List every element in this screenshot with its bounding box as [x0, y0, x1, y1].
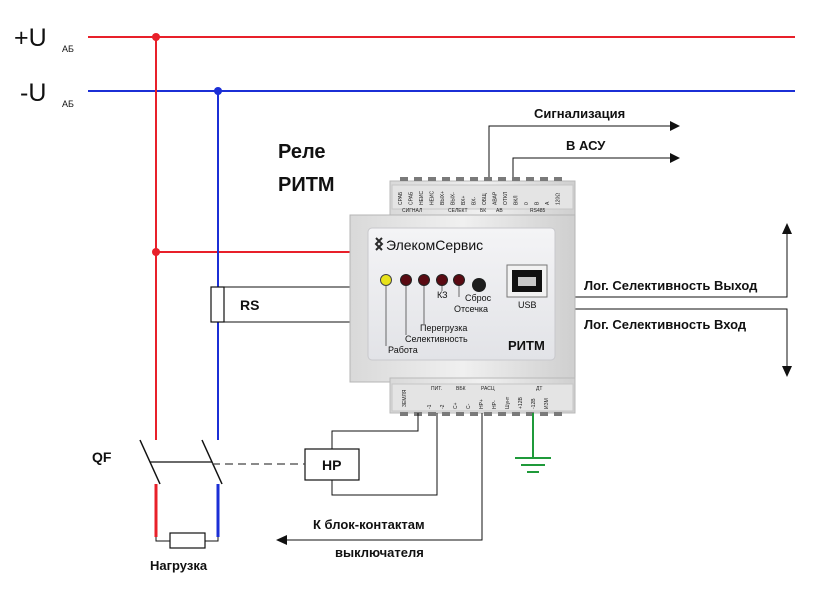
top-pin-3: НЕИС	[430, 190, 436, 205]
led-overload	[418, 274, 430, 286]
title-line-1: Реле	[278, 141, 326, 163]
ground-symbol-icon	[515, 413, 551, 473]
led-cutoff	[453, 274, 465, 286]
top-pin-6: ВХ+	[461, 196, 467, 205]
top-pin-12: 0	[524, 202, 530, 205]
led-label-selectivity: Селективность	[405, 334, 468, 344]
usb-label: USB	[518, 300, 537, 310]
bottom-pin-5: НР-	[492, 400, 498, 409]
output-signal: Сигнализация	[488, 106, 680, 182]
selectivity-in-label: Лог. Селективность Вход	[584, 317, 747, 332]
rs-resistor	[210, 286, 225, 323]
top-pin-13: B	[535, 201, 541, 205]
top-terminal-labels: СИГНАЛ СЕЛЕКТ БК АВ RS485	[402, 208, 546, 214]
pos-supply-junction-dot	[152, 248, 160, 256]
bottom-group-vbk: ВБК	[456, 386, 466, 392]
cutoff-label: Отсечка	[454, 304, 488, 314]
bottom-group-rasc: РАСЦ	[481, 386, 495, 392]
reset-button	[472, 278, 486, 292]
bk-wire	[286, 413, 483, 541]
led-label-overload: Перегрузка	[420, 323, 467, 333]
top-pin-15: 120Ω	[556, 193, 562, 205]
top-pin-9: АВАР	[493, 191, 499, 205]
load-label: Нагрузка	[150, 558, 208, 573]
bottom-terminal-strip	[391, 383, 574, 412]
top-group-select: СЕЛЕКТ	[448, 208, 468, 214]
led-label-short-circuit: КЗ	[437, 290, 448, 300]
qf-label: QF	[92, 449, 112, 465]
led-label-work: Работа	[388, 345, 418, 355]
selectivity-in: Лог. Селективность Вход	[572, 308, 792, 377]
bottom-terminal-labels: ЗЕМЛЯ ПИТ. ВБК РАСЦ ДТ	[402, 386, 542, 407]
top-group-av: АВ	[496, 208, 503, 214]
bottom-pin-8: -12В	[531, 398, 537, 409]
top-group-bk: БК	[480, 208, 486, 214]
top-pin-11: ВКЛ	[514, 195, 520, 205]
top-group-rs485: RS485	[530, 208, 546, 214]
rail-labels: +U АБ -U АБ	[14, 24, 74, 109]
signal-label: Сигнализация	[534, 106, 625, 121]
reset-label: Сброс	[465, 293, 492, 303]
output-asu: В АСУ	[512, 138, 680, 182]
bk-note-line-1: К блок-контактам	[313, 517, 425, 532]
selectivity-out-label: Лог. Селективность Выход	[584, 278, 758, 293]
top-pin-0: СРАБ	[398, 191, 404, 205]
neg-rail-label: -U	[20, 79, 46, 107]
bottom-terminal-pins: -1 -2 C+ C- НР+ НР- Шунт +12В -12В ИЗМ	[427, 396, 550, 409]
neg-rail-subscript: АБ	[62, 99, 74, 109]
bottom-pin-9: ИЗМ	[544, 398, 550, 409]
hr-wire-bottom	[331, 413, 438, 496]
top-group-signal: СИГНАЛ	[402, 208, 422, 214]
led-work	[380, 274, 392, 286]
brand-name: ЭлекомСервис	[386, 237, 483, 253]
asu-label: В АСУ	[566, 138, 606, 153]
top-terminal-strip	[391, 184, 574, 210]
circuit-breaker-qf	[139, 439, 305, 485]
bottom-group-ground: ЗЕМЛЯ	[402, 389, 408, 407]
bk-note-line-2: выключателя	[335, 545, 424, 560]
bottom-group-dt: ДТ	[536, 386, 542, 392]
top-pin-5: ВЫХ-	[451, 192, 457, 205]
load-wire-left	[155, 484, 170, 542]
top-pin-10: ОТКЛ	[503, 192, 509, 205]
hr-wire-top	[331, 413, 419, 449]
bottom-pin-1: -2	[440, 404, 446, 409]
bottom-pin-6: Шунт	[505, 396, 511, 409]
pos-rail-label: +U	[14, 24, 47, 52]
led-short-circuit	[436, 274, 448, 286]
bottom-pin-3: C-	[466, 403, 472, 409]
bottom-pin-4: НР+	[479, 399, 485, 409]
bottom-pin-2: C+	[453, 402, 459, 409]
top-terminal-screws	[400, 177, 562, 181]
hr-trip-coil	[304, 448, 360, 481]
top-pin-4: ВЫХ+	[440, 191, 446, 205]
led-selectivity	[400, 274, 412, 286]
load-wire-right	[205, 484, 219, 542]
model-label: РИТМ	[508, 338, 545, 353]
ritm-relay-device: ЭлекомСервис Работа Селективность Перегр…	[349, 177, 576, 416]
title-line-2: РИТМ	[278, 174, 335, 196]
hr-label: НР	[322, 457, 341, 473]
front-panel	[367, 227, 556, 361]
pos-junction-dot	[152, 33, 160, 41]
rs-label: RS	[240, 297, 259, 313]
top-pin-7: ВХ-	[472, 197, 478, 205]
bottom-pin-7: +12В	[518, 397, 524, 409]
neg-junction-dot	[214, 87, 222, 95]
top-terminal-pins: СРАБ СРАБ НЕИС НЕИС ВЫХ+ ВЫХ- ВХ+ ВХ- ОБЩ АВАР ОТК…	[398, 190, 562, 205]
brand-logo-icon	[374, 237, 384, 251]
bottom-group-power: ПИТ.	[431, 386, 442, 392]
bottom-pin-0: -1	[427, 404, 433, 409]
top-pin-1: СРАБ	[409, 191, 415, 205]
top-pin-2: НЕИС	[419, 190, 425, 205]
selectivity-out: Лог. Селективность Выход	[572, 223, 792, 298]
top-pin-8: ОБЩ	[482, 193, 488, 205]
bottom-terminal-screws	[400, 412, 562, 416]
bk-arrow-icon	[276, 535, 287, 545]
load-resistor	[169, 532, 206, 549]
pos-rail-subscript: АБ	[62, 44, 74, 54]
top-pin-14: A	[545, 201, 551, 205]
